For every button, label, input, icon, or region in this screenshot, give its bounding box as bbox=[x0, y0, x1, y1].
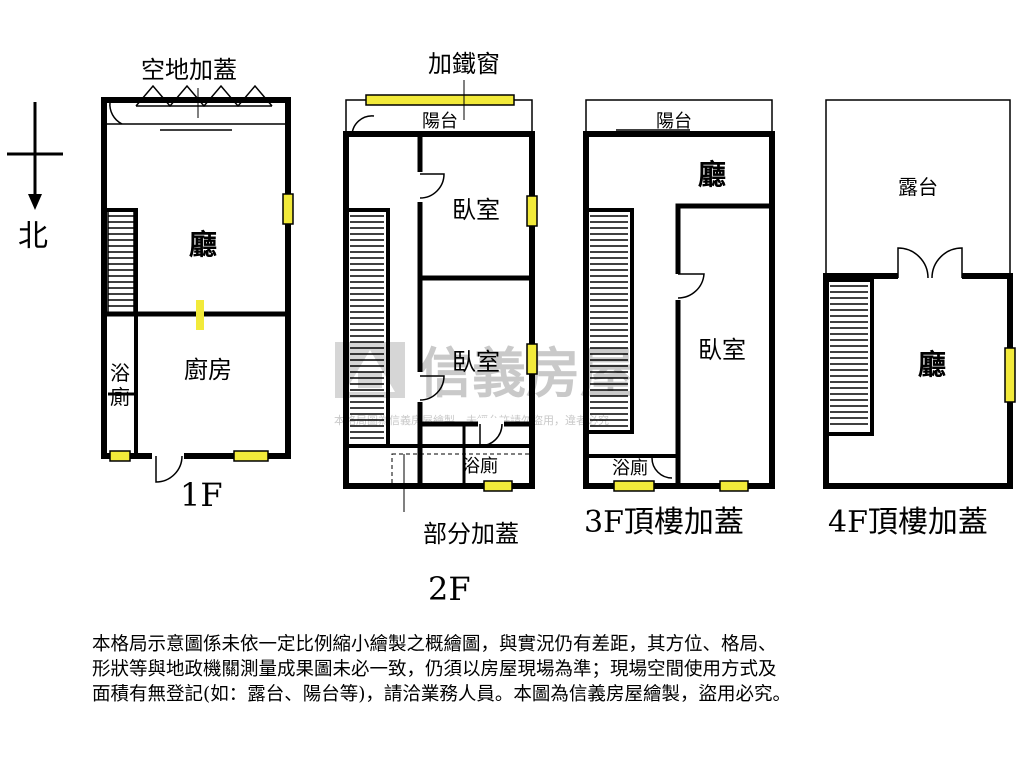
door-swing-icon bbox=[155, 455, 183, 483]
f2-level-label: 2F bbox=[428, 570, 471, 608]
door-swing-icon bbox=[677, 273, 705, 299]
f2-bath-label: 浴廁 bbox=[462, 455, 498, 477]
f4-terrace-label: 露台 bbox=[898, 175, 938, 199]
disclaimer-line-1: 本格局示意圖係未依一定比例縮小繪製之概繪圖，與實況仍有差距，其方位、格局、 bbox=[92, 634, 777, 655]
f3-level-label: 3F頂樓加蓋 bbox=[584, 505, 744, 540]
floor-1f bbox=[101, 84, 294, 483]
f1-living-label: 廳 bbox=[189, 228, 217, 261]
f1-level-label: 1F bbox=[180, 476, 223, 514]
disclaimer-line-2: 形狀等與地政機關測量成果圖未必一致，仍須以房屋現場為準；現場空間使用方式及 bbox=[92, 659, 777, 680]
window-icon bbox=[109, 450, 131, 462]
f3-balcony-label: 陽台 bbox=[656, 111, 692, 132]
window-icon bbox=[526, 343, 538, 375]
compass-label: 北 bbox=[18, 219, 48, 254]
staircase-icon bbox=[830, 285, 868, 425]
disclaimer-line-3: 面積有無登記(如：露台、陽台等)，請洽業務人員。本圖為信義房屋繪製，盜用必究。 bbox=[92, 684, 791, 705]
f2-partial-ext-label: 部分加蓋 bbox=[423, 520, 519, 548]
f2-balcony-label: 陽台 bbox=[422, 111, 458, 132]
door-swing-icon bbox=[351, 115, 375, 137]
door-swing-icon bbox=[651, 457, 673, 479]
staircase-icon bbox=[590, 215, 628, 427]
f3-living-label: 廳 bbox=[698, 158, 726, 191]
f2-bedroom1-label: 臥室 bbox=[452, 196, 500, 224]
window-icon bbox=[483, 480, 513, 492]
f1-ext-label: 空地加蓋 bbox=[141, 56, 237, 84]
watermark-note: 本格局圖為信義房屋繪製，未經允許請勿盜用，違者必究 bbox=[334, 413, 609, 427]
door-swing-icon bbox=[419, 375, 445, 401]
staircase-icon bbox=[107, 209, 135, 315]
f3-bedroom-label: 臥室 bbox=[698, 336, 746, 364]
window-icon bbox=[282, 193, 294, 225]
floor-4f bbox=[823, 99, 1016, 489]
window-icon bbox=[1004, 347, 1016, 403]
door-swing-icon bbox=[479, 423, 503, 447]
f2-window-note: 加鐵窗 bbox=[428, 50, 500, 78]
window-icon bbox=[526, 195, 538, 227]
f1-bath-label-1: 浴 bbox=[110, 361, 130, 385]
window-icon bbox=[719, 480, 749, 492]
door-swing-icon bbox=[419, 173, 445, 199]
f3-bath-label: 浴廁 bbox=[612, 457, 648, 479]
f1-kitchen-label: 廚房 bbox=[184, 356, 232, 384]
floor-3f bbox=[583, 99, 775, 492]
window-icon bbox=[233, 450, 269, 462]
f4-level-label: 4F頂樓加蓋 bbox=[828, 505, 988, 540]
watermark-brand: 信義房屋 bbox=[418, 342, 634, 405]
door-swing-icon bbox=[109, 101, 123, 125]
stair-wall bbox=[102, 208, 138, 458]
window-icon bbox=[613, 480, 655, 492]
f4-living-label: 廳 bbox=[918, 348, 946, 381]
disclaimer: 本格局示意圖係未依一定比例縮小繪製之概繪圖，與實況仍有差距，其方位、格局、 形狀… bbox=[92, 632, 972, 707]
north-arrow-icon bbox=[28, 194, 42, 210]
staircase-icon bbox=[350, 215, 384, 439]
f2-bedroom2-label: 臥室 bbox=[452, 348, 500, 376]
f1-bath-label-2: 廁 bbox=[110, 385, 130, 409]
compass: 北 bbox=[7, 102, 63, 254]
double-door-icon bbox=[897, 247, 963, 279]
floor-2f bbox=[343, 94, 538, 512]
window-icon bbox=[365, 94, 515, 106]
